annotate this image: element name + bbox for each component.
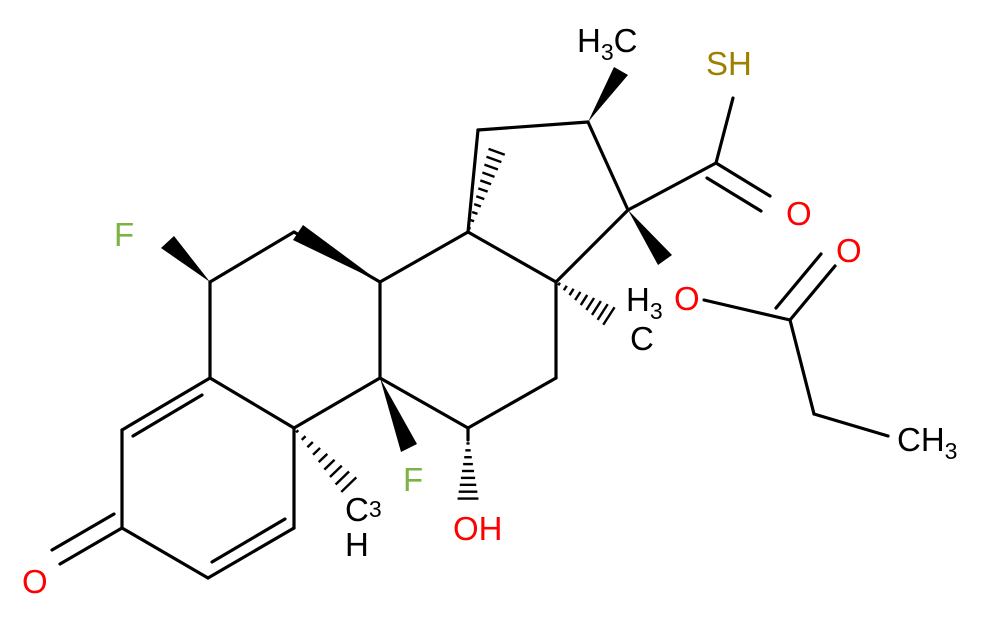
hashed-bond — [467, 147, 506, 230]
hash-stroke — [585, 297, 596, 311]
hash-stroke — [295, 429, 300, 434]
hash-stroke — [467, 226, 472, 230]
hash-stroke — [562, 285, 568, 291]
label-part: 3 — [945, 438, 958, 464]
methyl-10-hydrogen-label: H — [345, 526, 369, 563]
hash-stroke — [574, 291, 582, 301]
fluorine-6-label: F — [114, 216, 134, 253]
hashed-bond — [457, 442, 479, 500]
label-part: CH — [897, 421, 945, 458]
hashed-bonds — [295, 147, 616, 500]
label-part: C — [614, 22, 638, 59]
hashed-bond — [295, 429, 358, 493]
label-part: C — [345, 491, 369, 528]
label-part: 3 — [601, 39, 614, 65]
hash-stroke — [477, 187, 489, 193]
hashed-bond — [557, 282, 616, 326]
hash-stroke — [469, 218, 475, 223]
bond — [626, 161, 718, 212]
hash-stroke — [579, 294, 589, 306]
hash-stroke — [479, 179, 492, 186]
bond — [131, 393, 204, 438]
bond — [58, 526, 124, 566]
thioacid-oxygen-label: O — [786, 195, 812, 232]
label-part: 3 — [650, 298, 663, 324]
bond — [292, 376, 382, 430]
label-part: H — [577, 22, 601, 59]
bond — [788, 264, 837, 322]
ester-oxygen-label: O — [674, 280, 700, 317]
bonds — [50, 96, 890, 580]
bond — [208, 230, 296, 284]
bond — [466, 376, 558, 430]
hash-stroke — [340, 476, 358, 493]
hash-stroke — [334, 470, 350, 486]
hash-stroke — [557, 282, 561, 286]
hash-stroke — [596, 303, 609, 321]
hash-stroke — [484, 163, 499, 171]
bond — [476, 120, 590, 132]
atom-labels: H3C SH O O O H3 C CH3 F F OH C3 H O — [22, 22, 957, 600]
bond — [466, 128, 480, 234]
label-part: H — [626, 281, 650, 318]
hash-stroke — [329, 464, 343, 478]
bond — [714, 96, 735, 165]
bond — [206, 526, 296, 580]
hydroxyl-11-label: OH — [453, 510, 503, 547]
bond — [120, 526, 210, 580]
wedge-bond — [293, 225, 380, 282]
ethyl-methyl-label: CH3 — [897, 421, 957, 464]
bond — [554, 208, 630, 284]
bond — [210, 517, 287, 564]
hash-stroke — [323, 458, 336, 471]
bond — [378, 230, 470, 284]
bond — [120, 376, 212, 432]
bond — [586, 120, 630, 212]
hash-stroke — [568, 288, 575, 296]
methyl-10-carbon-label: C3 — [345, 491, 382, 528]
ester-carbonyl-oxygen-label: O — [836, 232, 862, 269]
hash-stroke — [471, 210, 478, 215]
hash-stroke — [312, 447, 321, 456]
bond — [378, 376, 470, 430]
hash-stroke — [590, 300, 602, 316]
hash-stroke — [475, 195, 485, 201]
hash-stroke — [488, 147, 506, 156]
wedge-bond — [628, 210, 672, 265]
hash-stroke — [306, 441, 314, 449]
wedge-bond — [588, 67, 628, 122]
bond — [788, 318, 816, 416]
bond — [466, 230, 558, 284]
methyl-17-carbon-label: C — [630, 320, 654, 357]
bond — [702, 298, 792, 322]
hash-stroke — [602, 306, 616, 326]
hash-stroke — [300, 435, 307, 441]
label-part: 3 — [369, 496, 382, 522]
wedge-bond — [161, 236, 210, 282]
methyl-top-label: H3C — [577, 22, 637, 65]
thiol-label: SH — [706, 45, 752, 82]
bond — [705, 176, 763, 213]
wedge-bonds — [161, 67, 672, 452]
hash-stroke — [481, 171, 495, 179]
bond — [774, 252, 823, 310]
hash-stroke — [473, 202, 482, 208]
wedge-bond — [380, 378, 417, 452]
hash-stroke — [486, 155, 502, 164]
bond — [208, 376, 296, 430]
hash-stroke — [317, 452, 329, 464]
methyl-17-label: H3 — [626, 281, 663, 324]
fluorine-9-label: F — [403, 461, 423, 498]
bond — [812, 412, 890, 438]
ketone-oxygen-label: O — [22, 563, 48, 600]
bond — [50, 512, 116, 552]
bond — [714, 161, 772, 198]
